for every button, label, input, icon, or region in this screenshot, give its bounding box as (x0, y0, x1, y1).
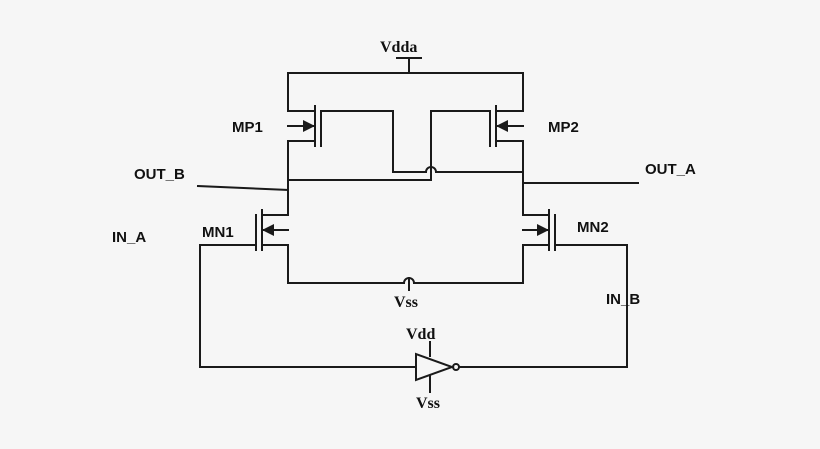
cross-coupling-wires (287, 110, 524, 181)
label-out-b: OUT_B (134, 166, 185, 183)
label-mp2: MP2 (548, 119, 579, 136)
label-in-a: IN_A (112, 229, 146, 246)
transistor-mn2 (522, 182, 556, 284)
label-vdda: Vdda (380, 39, 417, 56)
label-vdd: Vdd (406, 326, 435, 343)
inverter (415, 341, 460, 393)
vss-rail (287, 277, 524, 291)
transistor-mp2 (489, 72, 524, 184)
label-mp1: MP1 (232, 119, 263, 136)
transistor-mp1 (287, 72, 322, 184)
label-in-b: IN_B (606, 291, 640, 308)
label-out-a: OUT_A (645, 161, 696, 178)
label-vss-top: Vss (394, 294, 418, 311)
input-wires (199, 244, 628, 368)
transistor-mn1 (255, 182, 289, 284)
label-mn1: MN1 (202, 224, 234, 241)
label-mn2: MN2 (577, 219, 609, 236)
vdda-supply (287, 57, 524, 74)
output-wires (196, 182, 639, 192)
label-vss-bottom: Vss (416, 395, 440, 412)
